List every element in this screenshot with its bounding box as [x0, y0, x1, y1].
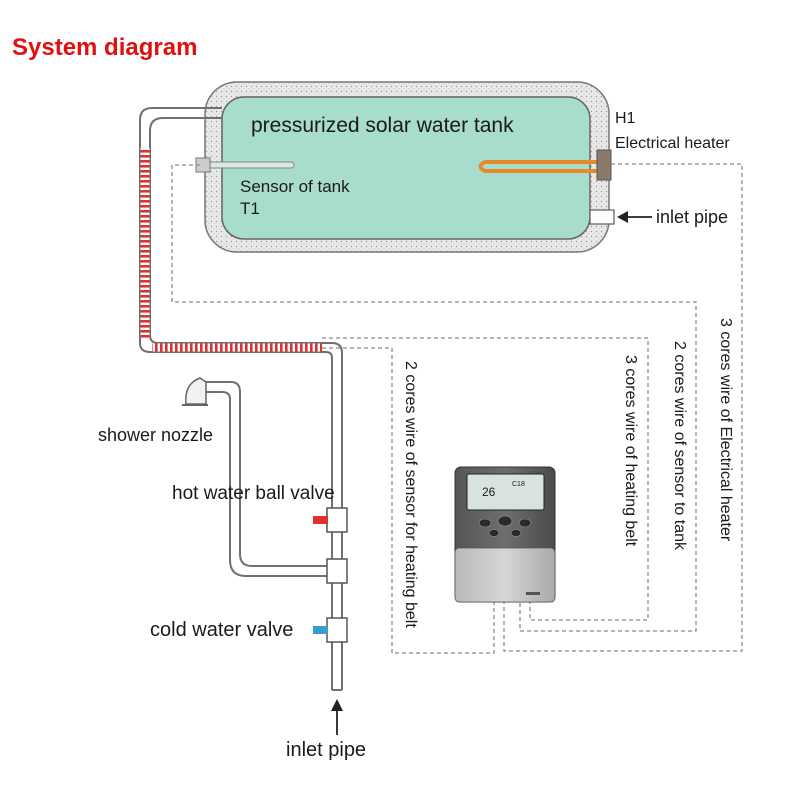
tank-inlet-arrowhead — [617, 211, 628, 223]
heater-wire — [503, 163, 743, 652]
diagram-title: System diagram — [12, 34, 197, 61]
tank-sensor-probe — [199, 161, 295, 169]
heating-belt-horizontal — [152, 343, 322, 352]
controller-button-down-right — [510, 529, 522, 537]
cold-valve-label: cold water valve — [150, 619, 293, 641]
hot-valve-label: hot water ball valve — [172, 483, 335, 504]
controller-buttons — [478, 515, 532, 537]
heater-label: Electrical heater — [615, 135, 730, 152]
inlet-arrowhead — [331, 699, 343, 711]
shower-branch — [182, 377, 332, 577]
controller-lower-panel — [454, 547, 556, 603]
belt-sensor-wire — [322, 347, 495, 654]
cold-valve-handle — [313, 626, 328, 634]
heating-belt-wire-label: 3 cores wire of heating belt — [622, 355, 639, 547]
hot-valve-handle — [313, 516, 328, 524]
tank-sensor-label: Sensor of tank — [240, 177, 350, 196]
main-supply-pipe — [331, 510, 343, 691]
heating-belt-vertical — [140, 148, 150, 338]
solar-controller: 26 C18 — [454, 466, 556, 603]
electric-heater-element — [478, 160, 597, 173]
heating-belt-wire — [322, 337, 649, 621]
controller-button-down-left — [488, 529, 500, 537]
tank-sensor-wire-label: 2 cores wire of sensor to tank — [671, 341, 688, 551]
shower-nozzle-label: shower nozzle — [98, 425, 213, 445]
controller-button-right — [518, 518, 532, 528]
controller-badge — [526, 592, 540, 595]
solar-water-tank: pressurized solar water tank Sensor of t… — [195, 81, 615, 253]
controller-button-left — [478, 518, 492, 528]
controller-display-value: 26 — [482, 485, 496, 499]
tee-fitting — [326, 558, 348, 584]
tank-sensor-id: T1 — [240, 199, 260, 218]
hot-water-ball-valve — [313, 507, 348, 533]
hot-water-pipe — [139, 107, 343, 510]
electric-heater-head — [596, 149, 612, 181]
controller-button-center — [497, 515, 513, 527]
controller-display-small: C18 — [512, 481, 525, 488]
tank-label: pressurized solar water tank — [251, 114, 514, 137]
controller-display — [466, 473, 545, 511]
belt-sensor-wire-label: 2 cores wire of sensor for heating belt — [402, 361, 419, 628]
cold-water-valve — [313, 617, 348, 643]
shower-nozzle-head — [185, 377, 207, 405]
tank-sensor-wire — [171, 164, 697, 632]
tank-inlet-stub — [589, 209, 615, 225]
inlet-label: inlet pipe — [286, 739, 366, 761]
tank-inlet-label: inlet pipe — [656, 207, 728, 227]
heater-wire-label: 3 cores wire of Electrical heater — [717, 318, 734, 542]
wiring — [171, 163, 743, 654]
heater-id: H1 — [615, 110, 636, 127]
